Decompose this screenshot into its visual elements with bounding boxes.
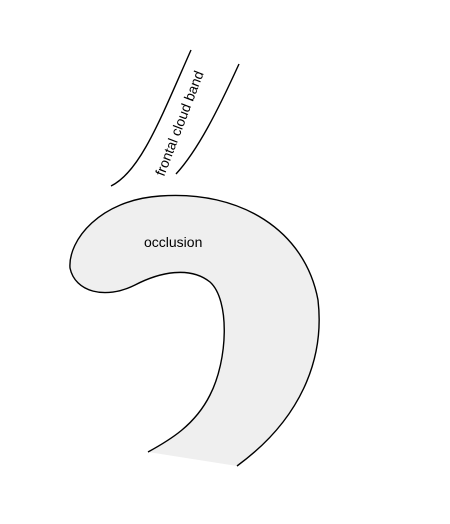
occlusion-outline bbox=[69, 194, 320, 467]
occlusion-shape bbox=[69, 195, 320, 466]
frontal-band-line-left bbox=[110, 49, 192, 187]
frontal-band-line-right bbox=[175, 63, 240, 175]
occlusion-label: occlusion bbox=[144, 234, 202, 250]
frontal-band-label: frontal cloud band bbox=[152, 68, 207, 178]
